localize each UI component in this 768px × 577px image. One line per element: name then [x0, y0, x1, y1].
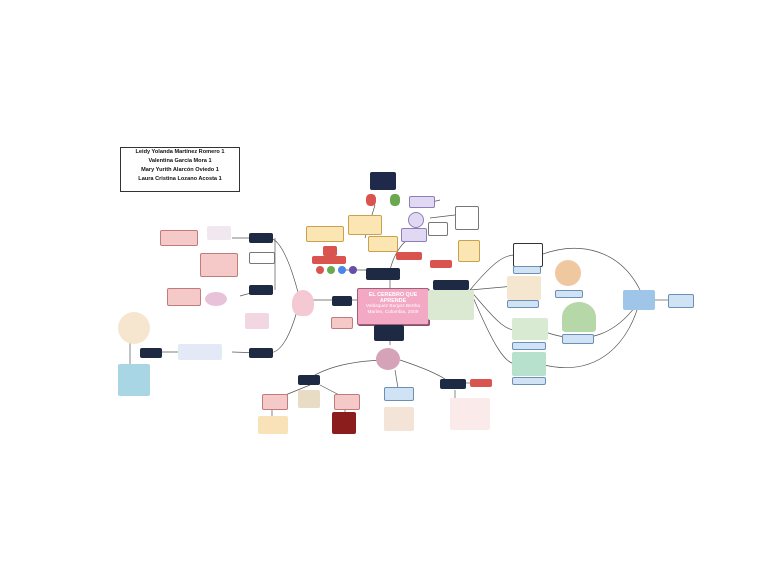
caption-box [512, 377, 546, 385]
colorful-brain-icon [555, 260, 581, 286]
definition-box [160, 230, 198, 246]
caption-box [384, 387, 414, 401]
theater-stage-icon [332, 412, 356, 434]
branch-node [249, 233, 273, 243]
lighthouse-icon [623, 290, 655, 310]
emotion-icon [338, 266, 346, 274]
branch-node [140, 348, 162, 358]
author-line: Leidy Yolanda Martínez Romero 1 [135, 149, 225, 155]
author-line: Valentina García Mora 1 [148, 158, 212, 164]
label-box [396, 252, 422, 260]
link-line [539, 248, 641, 291]
children-group-icon [384, 407, 414, 431]
brain-illustration-icon [245, 313, 269, 329]
branch-node [366, 268, 400, 280]
branch-node [440, 379, 466, 389]
computer-brain-icon [118, 364, 150, 396]
brain-icon [205, 292, 227, 306]
note-box [368, 236, 398, 252]
brain-scan-icon [370, 172, 396, 190]
cloud-box [409, 196, 435, 208]
link-line [539, 299, 641, 368]
theater-masks-icon [390, 194, 400, 206]
cloud-box [401, 228, 427, 242]
meditation-icon [512, 352, 546, 376]
link-line [429, 214, 456, 219]
family-icon [258, 416, 288, 434]
reading-icon [298, 390, 320, 408]
branch-node [249, 285, 273, 295]
neuron-icon [178, 344, 222, 360]
list-box [334, 394, 360, 410]
author-line: Laura Cristina Lozano Acosta 1 [138, 176, 222, 182]
head-profile-icon [292, 290, 314, 316]
branch-node [249, 348, 273, 358]
label-box [470, 379, 492, 387]
central-concept: EL CEREBRO QUE APRENDE Velásquez Burgos … [357, 288, 429, 325]
link-line [469, 289, 516, 365]
theater-masks-icon [366, 194, 376, 206]
central-subtitle: Velásquez Burgos Bertha Marlen, Colombia… [365, 304, 421, 315]
link-line [269, 237, 301, 301]
cloud-box [408, 212, 424, 228]
label-box [430, 260, 452, 268]
sleeping-child-icon [513, 243, 543, 267]
label-box [331, 317, 353, 329]
note-box [428, 222, 448, 236]
caption-box [513, 266, 541, 274]
branch-node [332, 296, 352, 306]
children-group-icon [507, 276, 541, 300]
link-line [469, 254, 516, 291]
emotion-icon [327, 266, 335, 274]
child-thinking-icon [118, 312, 150, 344]
note-box [348, 215, 382, 235]
emotion-icon [323, 246, 337, 256]
caption-box [562, 334, 594, 344]
tree-icon [562, 302, 596, 332]
emotion-icon [349, 266, 357, 274]
branch-node [298, 375, 320, 385]
brain-illustration-icon [207, 226, 231, 240]
authors-box: Leidy Yolanda Martínez Romero 1 Valentin… [120, 147, 240, 192]
brain-character-icon [376, 348, 400, 370]
note-box [455, 206, 479, 230]
caption-box [512, 342, 546, 350]
list-box [167, 288, 201, 306]
child-learning-icon [512, 318, 548, 340]
list-box [262, 394, 288, 410]
label-box [312, 256, 346, 264]
caption-box [555, 290, 583, 298]
branch-node [374, 325, 404, 341]
branch-node [249, 252, 275, 264]
central-title: EL CEREBRO QUE APRENDE [368, 292, 418, 304]
note-box [458, 240, 480, 262]
caption-box [507, 300, 539, 308]
list-box [200, 253, 238, 277]
note-box [306, 226, 344, 242]
caption-box [668, 294, 694, 308]
emotion-faces-icon [450, 398, 490, 430]
emotion-icon [316, 266, 324, 274]
branch-node [433, 280, 469, 290]
link-line [394, 369, 399, 389]
classroom-illustration-icon [428, 290, 474, 320]
author-line: Mary Yurith Alarcón Oviedo 1 [141, 167, 219, 173]
